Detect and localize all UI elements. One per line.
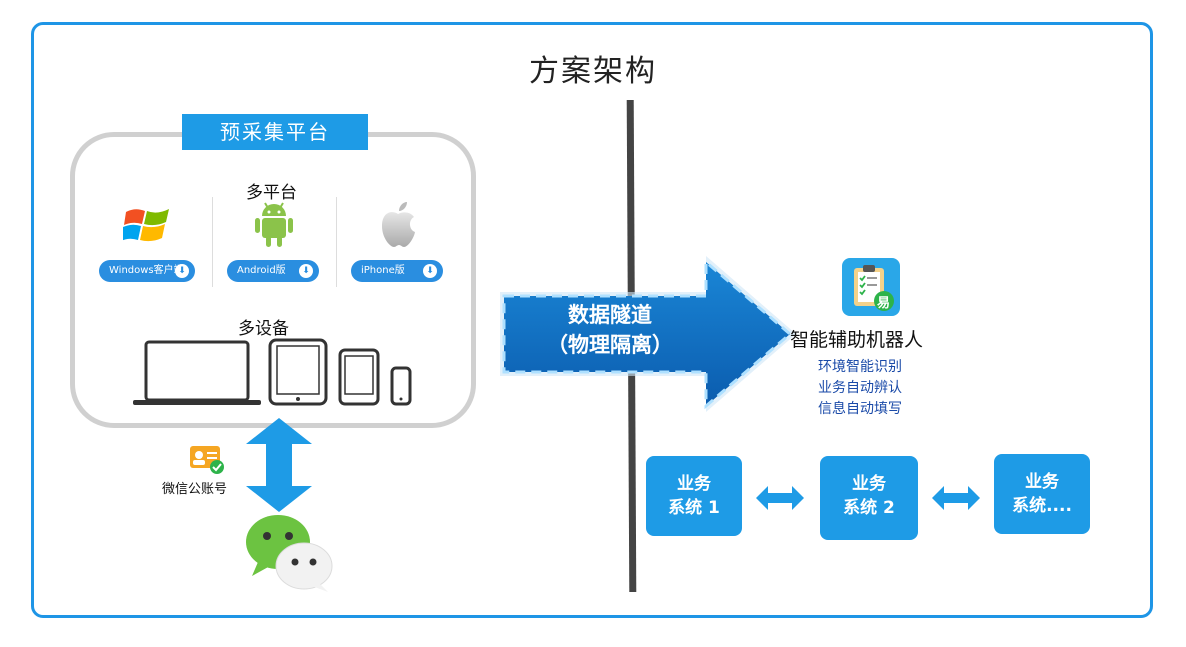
system-name: 系统 1 [668, 498, 720, 518]
download-android-button[interactable]: Android版 ⬇ [227, 260, 319, 282]
android-logo-icon [255, 202, 293, 247]
feature-item: 业务自动辨认 [818, 380, 902, 396]
system-name: 系统 2 [843, 498, 895, 518]
clipboard-icon [854, 265, 894, 311]
business-system-2: 业务 系统 2 [820, 456, 918, 540]
multi-device-label: 多设备 [238, 319, 289, 339]
feature-item: 信息自动填写 [818, 401, 902, 417]
system-title: 业务 [1025, 472, 1059, 492]
robot-features: 环境智能识别 业务自动辨认 信息自动填写 [818, 357, 902, 420]
outer-frame [31, 22, 1153, 618]
windows-logo-icon [123, 209, 169, 242]
page-title: 方案架构 [529, 54, 657, 89]
robot-icon-badge: 易 [877, 296, 891, 311]
laptop-icon [133, 340, 261, 405]
tablet-large-icon [268, 338, 328, 406]
bidirectional-arrow-icon [756, 486, 804, 510]
download-iphone-button[interactable]: iPhone版 ⬇ [351, 260, 443, 282]
wechat-account-label: 微信公账号 [162, 482, 228, 497]
system-title: 业务 [852, 474, 886, 494]
phone-icon [390, 366, 412, 406]
data-tunnel-subtitle: （物理隔离） [547, 333, 673, 357]
wechat-logo-icon [246, 515, 333, 592]
data-tunnel-title: 数据隧道 [568, 303, 652, 327]
data-tunnel-arrow [500, 256, 796, 412]
business-system-1: 业务 系统 1 [646, 456, 742, 536]
business-system-more: 业务 系统.... [994, 454, 1090, 534]
download-windows-button[interactable]: Windows客户端 ⬇ [99, 260, 195, 282]
tablet-small-icon [338, 348, 380, 406]
robot-name: 智能辅助机器人 [790, 329, 924, 351]
download-windows-label: Windows客户端 [109, 265, 184, 276]
robot-app-icon: 易 [842, 258, 900, 316]
apple-logo-icon [382, 202, 415, 247]
download-icon: ⬇ [175, 264, 189, 278]
multi-platform-label: 多平台 [246, 183, 297, 203]
column-divider [336, 197, 337, 287]
feature-item: 环境智能识别 [818, 359, 902, 375]
download-icon: ⬇ [423, 264, 437, 278]
bidirectional-arrow-icon [932, 486, 980, 510]
system-name: 系统.... [1012, 496, 1072, 516]
download-iphone-label: iPhone版 [361, 265, 405, 276]
bidirectional-arrow-icon [246, 418, 312, 512]
column-divider [212, 197, 213, 287]
id-card-icon [190, 446, 224, 474]
download-android-label: Android版 [237, 265, 286, 276]
platform-label: 预采集平台 [182, 114, 368, 150]
system-title: 业务 [677, 474, 711, 494]
devices-illustration [133, 338, 412, 406]
data-tunnel-label: 数据隧道 （物理隔离） [510, 300, 710, 360]
download-icon: ⬇ [299, 264, 313, 278]
